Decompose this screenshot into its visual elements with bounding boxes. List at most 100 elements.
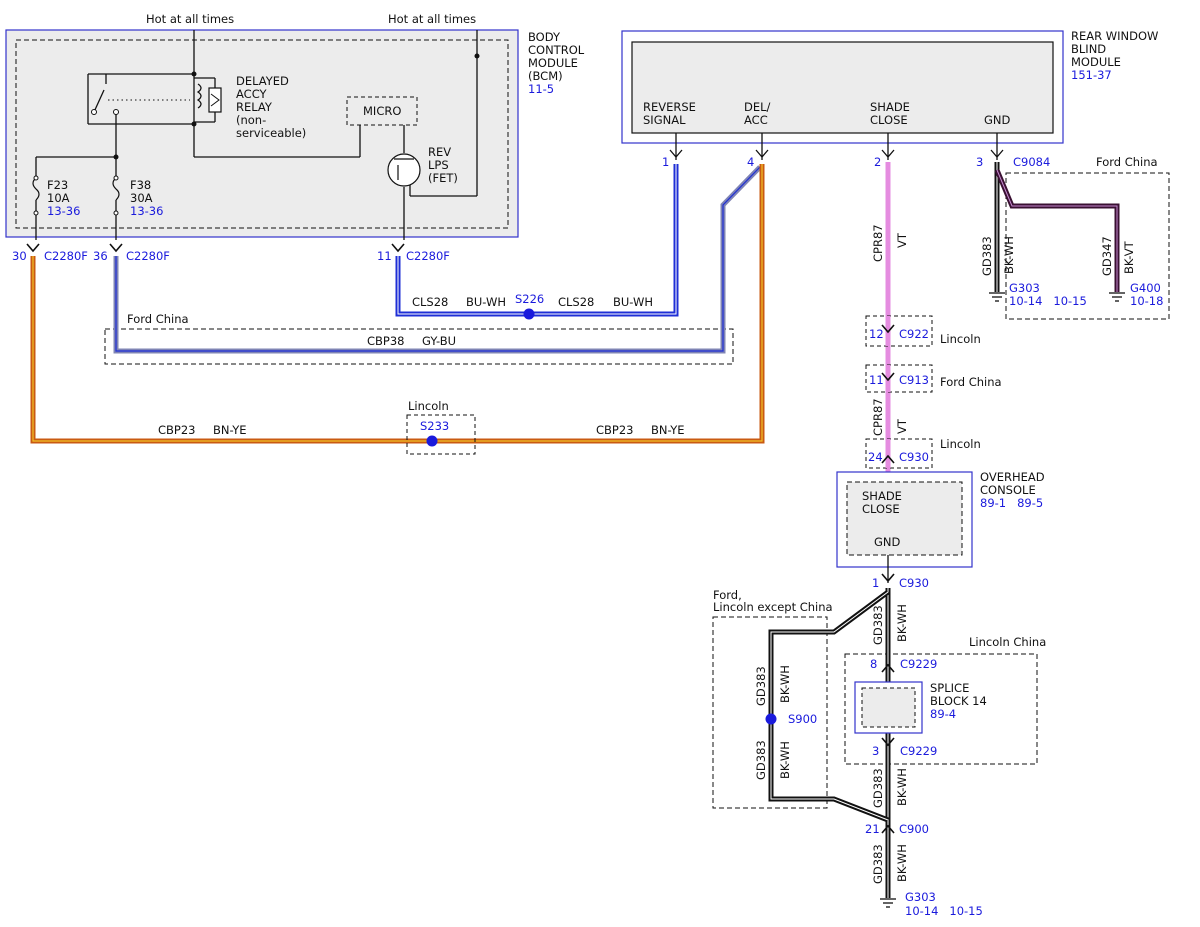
splice-s900 [765,713,777,725]
relay-label: serviceable) [236,126,306,140]
ford-china-ground-box [1005,172,1170,320]
wire-color: GY-BU [422,334,456,348]
bcm-name: MODULE [528,56,578,70]
rwbm-input-label: GND [984,113,1011,127]
bcm-name: (BCM) [528,69,563,83]
splice-block-ref: 89-4 [930,707,956,721]
micro-label: MICRO [363,104,401,118]
option-box [865,364,933,393]
chevron-down-icon [881,573,895,583]
ford-except-china-label: Lincoln except China [713,600,833,614]
fet-label: REV [428,145,451,159]
wire-circuit: GD383 [754,740,768,780]
splice-s226-label: S226 [515,292,544,306]
wire-color: BK-WH [895,768,909,806]
wire-color: VT [895,418,909,434]
pin-number: 1 [872,576,879,590]
connector-name: C913 [899,373,929,387]
wire-cbp38 [113,165,762,354]
relay-label: RELAY [236,100,273,114]
relay-contact-pivot [91,109,97,115]
connector-name: C922 [899,327,929,341]
pin-number: 24 [868,450,883,464]
fuse-f23-rating: 10A [47,191,70,205]
bcm-name: CONTROL [528,43,585,57]
inline-connector-c922: 12 C922 Lincoln [865,315,981,347]
wire-color: BK-VT [1122,240,1136,274]
lincoln-s233-label: Lincoln [408,399,449,413]
pin-number: 21 [865,822,880,836]
rwbm-name: REAR WINDOW [1071,29,1158,43]
splice-s233 [426,435,438,447]
ford-except-china-box [712,616,828,809]
ford-china-ground-label: Ford China [1096,155,1158,169]
pin-number: 3 [872,744,879,758]
fuse-f23-ref: 13-36 [47,204,80,218]
splice-block-name: BLOCK 14 [930,694,987,708]
ground-g400: G400 10-18 [1109,281,1163,308]
connector-name: C2280F [406,249,450,263]
connector-name: C9229 [900,744,937,758]
rwbm-input-label: ACC [744,113,768,127]
ground-icon [880,898,896,908]
chevron-up-icon [881,663,895,673]
rwbm-name: MODULE [1071,55,1121,69]
splice-block-name: SPLICE [930,681,969,695]
ground-g303-bottom: G303 10-14 10-15 [880,890,983,918]
overhead-console-refs: 89-1 89-5 [980,496,1043,510]
ground-name: G303 [1009,281,1040,295]
rwbm-name: BLIND [1071,42,1106,56]
wire-color: BK-WH [1002,236,1016,274]
wire-circuit: GD383 [871,768,885,808]
wire-circuit: GD383 [754,666,768,706]
ground-refs: 10-14 10-15 [1009,294,1087,308]
relay-diode-mark [210,93,220,107]
wire-circuit: GD383 [980,236,994,276]
rear-window-blind-module: REAR WINDOW BLIND MODULE 151-37 REVERSE … [621,29,1158,169]
pin-number: 12 [869,327,884,341]
ford-except-china-label: Ford, [713,588,742,602]
rwbm-ref: 151-37 [1071,68,1112,82]
rwbm-input-label: CLOSE [870,113,908,127]
wire-color: BN-YE [651,423,685,437]
lincoln-china-label: Lincoln China [969,635,1046,649]
junction-dot [191,71,197,77]
overhead-console-name: CONSOLE [980,483,1036,497]
fuse-f23-icon [32,177,40,201]
ground-icon [1109,292,1125,302]
bcm-internal-boundary [15,39,509,229]
wire-circuit: GD383 [871,605,885,645]
chevron-up-icon [881,824,895,834]
rwbm-input-label: SIGNAL [643,113,686,127]
power-label-right: Hot at all times [388,12,476,26]
overhead-console-name: OVERHEAD [980,470,1045,484]
splice-s900-label: S900 [788,712,817,726]
pin-number: 4 [747,155,754,169]
wire-gd347 [994,169,1120,292]
connector-name: C2280F [44,249,88,263]
fuse-f23-name: F23 [47,178,68,192]
relay-label: ACCY [236,87,268,101]
option-label: Ford China [940,375,1002,389]
fuse-terminal [33,175,39,181]
pin-number: 8 [870,657,877,671]
wire-color: BU-WH [466,295,506,309]
bcm-ref: 11-5 [528,82,554,96]
wire-color: BK-WH [778,741,792,779]
chevron-up-icon [881,454,895,464]
option-label: Lincoln [940,437,981,451]
bcm-name: BODY [528,30,561,44]
ground-refs: 10-18 [1130,294,1163,308]
wire-cbp23 [30,164,765,444]
fuse-terminal [113,175,119,181]
relay-label: (non- [236,113,266,127]
bcm-connector-chevrons [26,243,405,253]
bcm-connector-pins: 30 C2280F 36 C2280F 11 C2280F [12,249,450,263]
wire-color: BK-WH [895,844,909,882]
chevron-down-icon [881,324,895,334]
fuse-f38-name: F38 [130,178,151,192]
bcm-outline [5,29,519,238]
wire-color: BU-WH [613,295,653,309]
rwbm-pin-stubs [669,133,1004,160]
